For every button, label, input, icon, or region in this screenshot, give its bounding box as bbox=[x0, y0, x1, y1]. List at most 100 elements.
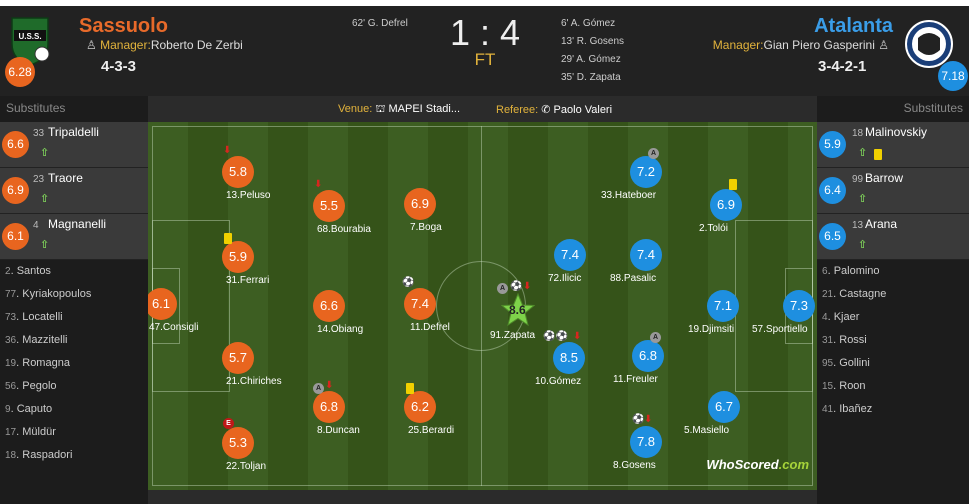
away-unused-sub[interactable]: 41. Ibañez bbox=[822, 403, 873, 415]
away-player[interactable]: 7.8 ⚽ ⬇ 8.Gosens bbox=[613, 415, 662, 471]
home-player[interactable]: 5.9 31.Ferrari bbox=[222, 233, 269, 286]
away-player[interactable]: 6.7 5.Masiello bbox=[684, 391, 740, 436]
player-name[interactable]: Peluso bbox=[239, 190, 271, 201]
player-name[interactable]: Masiello bbox=[692, 425, 730, 436]
away-sub-row[interactable]: 6.4 99 Barrow ⇧ bbox=[817, 168, 969, 214]
player-name[interactable]: Consigli bbox=[162, 322, 199, 333]
away-sub-row[interactable]: 6.5 13 Arana ⇧ bbox=[817, 214, 969, 260]
player-number: 8 bbox=[613, 460, 619, 471]
home-player[interactable]: 7.4 ⚽ 11.Defrel bbox=[402, 277, 450, 334]
away-unused-sub[interactable]: 95. Gollini bbox=[822, 357, 870, 369]
away-player[interactable]: 7.3 57.Sportiello bbox=[752, 290, 815, 335]
player-name[interactable]: Ilicic bbox=[561, 273, 582, 284]
player-name[interactable]: Rossi bbox=[839, 334, 867, 346]
player-name[interactable]: Santos bbox=[16, 265, 51, 277]
home-unused-sub[interactable]: 77. Kyriakopoulos bbox=[5, 288, 92, 300]
home-unused-sub[interactable]: 17. Müldür bbox=[5, 426, 56, 438]
player-name[interactable]: Pegolo bbox=[22, 380, 57, 392]
player-name[interactable]: Müldür bbox=[22, 426, 56, 438]
away-unused-sub[interactable]: 31. Rossi bbox=[822, 334, 867, 346]
player-name[interactable]: Traore bbox=[48, 171, 83, 185]
away-player[interactable]: 6.9 2.Tolói bbox=[699, 179, 742, 234]
home-player[interactable]: 5.8 ⬇ 13.Peluso bbox=[222, 145, 271, 201]
home-unused-sub[interactable]: 9. Caputo bbox=[5, 403, 53, 415]
player-name[interactable]: Boga bbox=[418, 222, 442, 233]
home-player[interactable]: 6.2 25.Berardi bbox=[404, 383, 454, 436]
player-name[interactable]: Tripaldelli bbox=[48, 125, 99, 139]
away-player[interactable]: 7.4 72.Ilicic bbox=[548, 239, 586, 284]
player-name[interactable]: Berardi bbox=[421, 425, 455, 436]
player-name[interactable]: Zapata bbox=[503, 330, 536, 341]
away-sub-row[interactable]: 5.9 18 Malinovskiy ⇧ bbox=[817, 122, 969, 168]
home-unused-sub[interactable]: 2. Santos bbox=[5, 265, 51, 277]
home-sub-row[interactable]: 6.9 23 Traore ⇧ bbox=[0, 168, 148, 214]
player-name[interactable]: Duncan bbox=[325, 425, 360, 436]
home-player[interactable]: 6.1 47.Consigli bbox=[148, 288, 198, 333]
player-name[interactable]: Pasalic bbox=[623, 273, 657, 284]
player-name[interactable]: Magnanelli bbox=[48, 217, 107, 231]
player-number: 15 bbox=[822, 381, 834, 392]
home-player[interactable]: 5.7 21.Chiriches bbox=[222, 342, 282, 387]
player-name[interactable]: Defrel bbox=[423, 322, 450, 333]
player-name[interactable]: Ferrari bbox=[239, 275, 270, 286]
player-name[interactable]: Barrow bbox=[865, 171, 904, 185]
away-player-motm[interactable]: A ⚽ ⬇ 8.6 91.Zapata bbox=[490, 281, 536, 342]
away-player[interactable]: 7.4 88.Pasalic bbox=[610, 239, 662, 284]
player-name[interactable]: Arana bbox=[865, 217, 898, 231]
home-unused-sub[interactable]: 19. Romagna bbox=[5, 357, 70, 369]
player-name[interactable]: Kjaer bbox=[833, 311, 860, 323]
away-player[interactable]: 7.1 19.Djimsiti bbox=[688, 290, 739, 335]
away-unused-sub[interactable]: 21. Castagne bbox=[822, 288, 887, 300]
home-unused-sub[interactable]: 56. Pegolo bbox=[5, 380, 57, 392]
player-name[interactable]: Romagna bbox=[22, 357, 70, 369]
player-name[interactable]: Sportiello bbox=[765, 324, 808, 335]
home-player[interactable]: 6.6 14.Obiang bbox=[313, 290, 363, 335]
home-unused-sub[interactable]: 73. Locatelli bbox=[5, 311, 63, 323]
player-name[interactable]: Malinovskiy bbox=[865, 125, 928, 139]
home-team-name[interactable]: Sassuolo bbox=[79, 15, 168, 37]
away-player[interactable]: 6.8 A 11.Freuler bbox=[613, 332, 664, 385]
player-name[interactable]: Locatelli bbox=[22, 311, 63, 323]
away-manager-label: Manager: bbox=[712, 38, 764, 52]
away-unused-sub[interactable]: 4. Kjaer bbox=[822, 311, 860, 323]
player-name[interactable]: Tolói bbox=[707, 223, 728, 234]
away-unused-sub[interactable]: 15. Roon bbox=[822, 380, 866, 392]
player-name[interactable]: Gollini bbox=[839, 357, 870, 369]
home-player[interactable]: 5.3 E 22.Toljan bbox=[222, 418, 266, 472]
away-unused-sub[interactable]: 6. Palomino bbox=[822, 265, 880, 277]
home-manager-name[interactable]: Roberto De Zerbi bbox=[150, 38, 243, 52]
player-name[interactable]: Toljan bbox=[239, 461, 267, 472]
home-player[interactable]: 6.9 7.Boga bbox=[404, 188, 442, 233]
player-name[interactable]: Hateboer bbox=[614, 190, 657, 201]
venue-name[interactable]: MAPEI Stadi... bbox=[388, 103, 461, 115]
home-unused-sub[interactable]: 36. Mazzitelli bbox=[5, 334, 68, 346]
home-unused-sub[interactable]: 18. Raspadori bbox=[5, 449, 73, 461]
home-player[interactable]: 6.8 A ⬇ 8.Duncan bbox=[313, 381, 360, 436]
home-sub-row[interactable]: 6.6 33 Tripaldelli ⇧ bbox=[0, 122, 148, 168]
player-name[interactable]: Djimsiti bbox=[701, 324, 735, 335]
venue: Venue: ⛫ MAPEI Stadi... bbox=[338, 103, 460, 117]
player-name[interactable]: Ibañez bbox=[839, 403, 873, 415]
player-name[interactable]: Caputo bbox=[16, 403, 53, 415]
away-manager-name[interactable]: Gian Piero Gasperini bbox=[763, 38, 875, 52]
away-team-name[interactable]: Atalanta bbox=[814, 15, 893, 37]
player-rating: 6.7 bbox=[708, 391, 740, 423]
home-player[interactable]: 5.5 ⬇ 68.Bourabia bbox=[313, 179, 371, 235]
player-name[interactable]: Obiang bbox=[330, 324, 364, 335]
player-name[interactable]: Gosens bbox=[621, 460, 656, 471]
player-name[interactable]: Roon bbox=[839, 380, 866, 392]
player-name[interactable]: Kyriakopoulos bbox=[22, 288, 92, 300]
player-name[interactable]: Palomino bbox=[833, 265, 880, 277]
away-crest-icon[interactable] bbox=[904, 16, 954, 74]
away-player[interactable]: 8.5 ⚽⚽ ⬇ 10.Gómez bbox=[535, 332, 585, 387]
player-name[interactable]: Gómez bbox=[548, 376, 582, 387]
player-name[interactable]: Raspadori bbox=[22, 449, 73, 461]
referee-name[interactable]: Paolo Valeri bbox=[553, 104, 613, 116]
player-name[interactable]: Mazzitelli bbox=[22, 334, 68, 346]
player-name[interactable]: Bourabia bbox=[330, 224, 371, 235]
player-name[interactable]: Chiriches bbox=[239, 376, 282, 387]
home-sub-row[interactable]: 6.1 4 Magnanelli ⇧ bbox=[0, 214, 148, 260]
player-name[interactable]: Freuler bbox=[626, 374, 658, 385]
away-player[interactable]: 7.2 A 33.Hateboer bbox=[601, 148, 662, 201]
player-name[interactable]: Castagne bbox=[839, 288, 887, 300]
